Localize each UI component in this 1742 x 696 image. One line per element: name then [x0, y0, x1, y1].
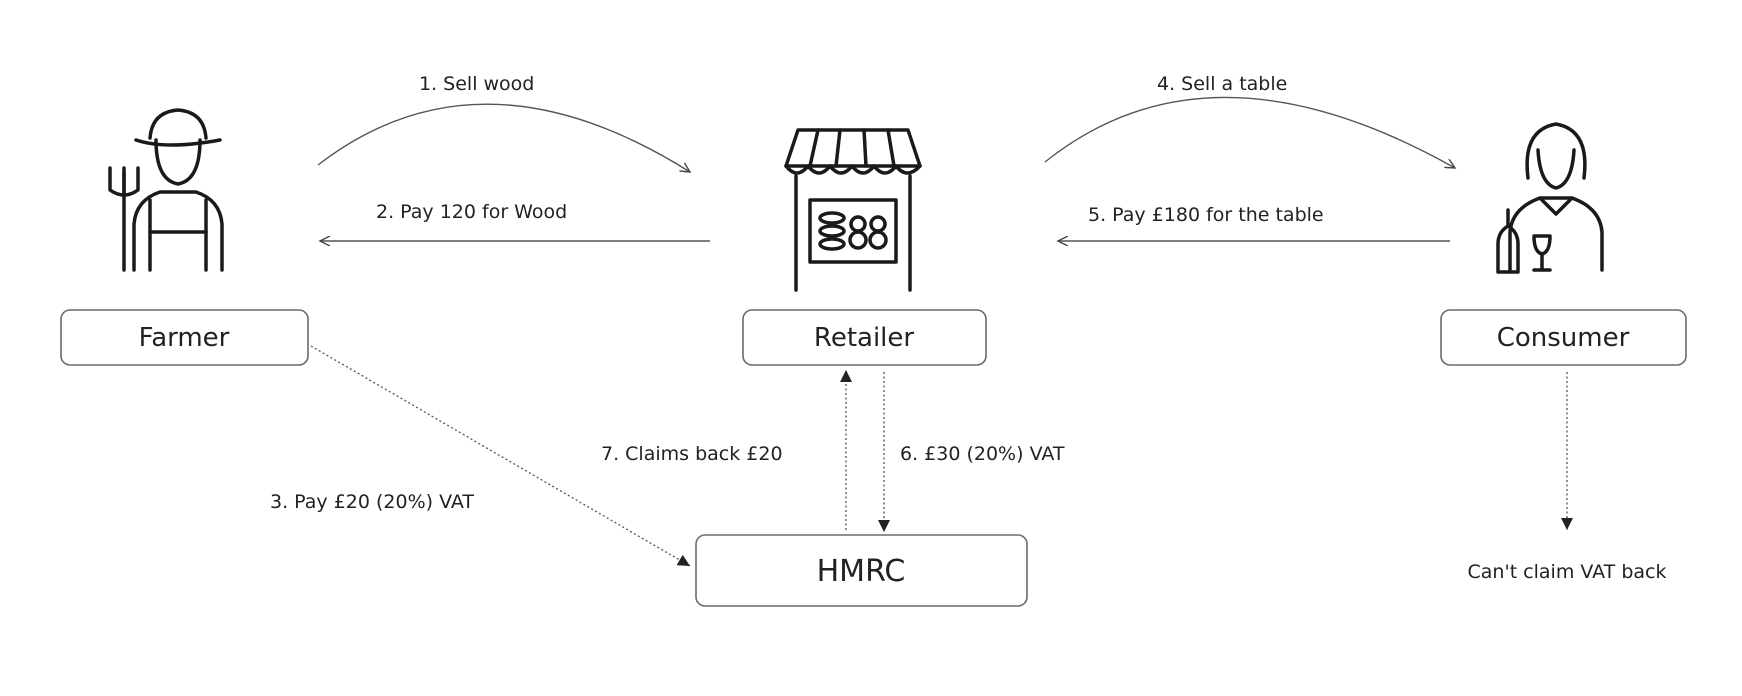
claims-back-label: 7. Claims back £20 — [601, 443, 783, 465]
hmrc-node: HMRC — [696, 535, 1027, 606]
sell-wood-label: 1. Sell wood — [419, 73, 534, 95]
retailer-node: Retailer — [743, 310, 986, 365]
sell-wood-arrow — [318, 104, 690, 172]
shop-icon — [786, 130, 920, 290]
sell-table-arrow — [1045, 97, 1455, 168]
farmer-label: Farmer — [139, 323, 230, 353]
consumer-note-label: Can't claim VAT back — [1468, 561, 1667, 583]
pay-table-label: 5. Pay £180 for the table — [1088, 204, 1324, 226]
farmer-icon — [110, 110, 222, 270]
consumer-icon — [1498, 124, 1602, 272]
retailer-vat-label: 6. £30 (20%) VAT — [900, 443, 1065, 465]
consumer-node: Consumer — [1441, 310, 1686, 365]
farmer-node: Farmer — [61, 310, 308, 365]
consumer-label: Consumer — [1497, 323, 1630, 353]
farmer-vat-label: 3. Pay £20 (20%) VAT — [270, 491, 474, 513]
sell-table-label: 4. Sell a table — [1157, 73, 1287, 95]
retailer-label: Retailer — [814, 323, 914, 353]
hmrc-label: HMRC — [817, 554, 906, 589]
pay-wood-label: 2. Pay 120 for Wood — [376, 201, 567, 223]
